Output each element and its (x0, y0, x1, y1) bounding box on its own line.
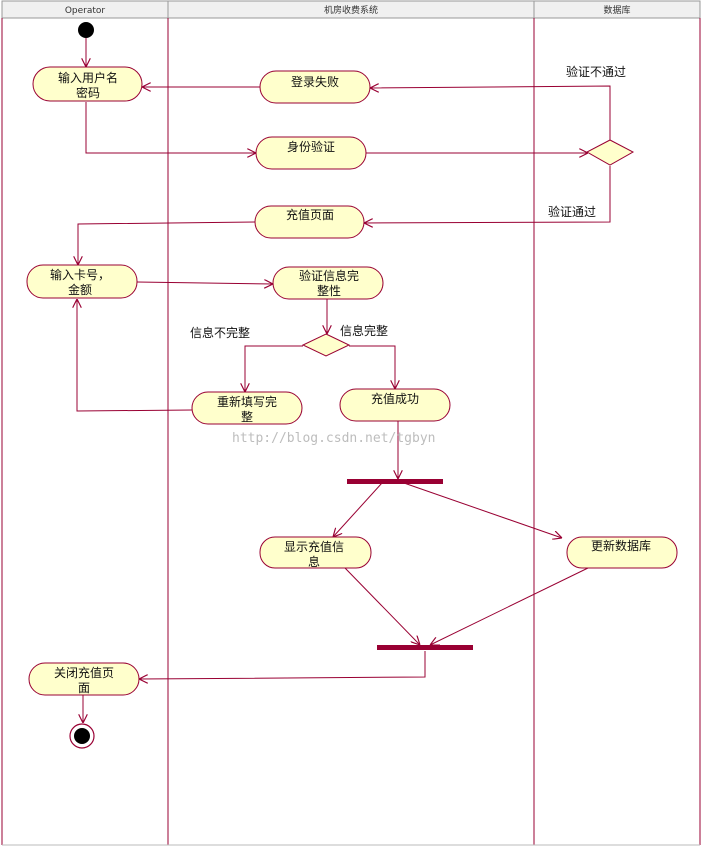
edge-recharge-page-to-card-input (78, 221, 256, 265)
edge-refill-to-card-input (77, 299, 193, 412)
verify-complete-line-2: 整性 (317, 283, 341, 298)
refill-line-1: 重新填写完 (217, 394, 277, 409)
label-info-incomplete: 信息不完整 (190, 325, 250, 340)
activity-login-input: 输入用户名 密码 (32, 66, 143, 102)
activity-login-fail: 登录失败 (259, 70, 371, 104)
card-input-line-1: 输入卡号， (50, 267, 110, 282)
refill-line-2: 整 (241, 409, 253, 424)
edge-show-info-to-join (344, 567, 420, 645)
recharge-page-line-1: 充值页面 (286, 207, 334, 222)
edge-update-db-to-join (430, 567, 589, 645)
fork-bar (347, 479, 443, 484)
activity-recharge-page: 充值页面 (254, 205, 365, 239)
initial-node (78, 22, 94, 38)
identity-check-line-1: 身份验证 (287, 139, 335, 154)
show-info-line-1: 显示充值信 (284, 539, 344, 554)
lane-header-operator: Operator (65, 6, 106, 16)
label-verify-fail: 验证不通过 (566, 64, 626, 79)
activity-show-info: 显示充值信 息 (259, 536, 372, 569)
decision-info-complete (301, 333, 351, 357)
activity-close-page: 关闭充值页 面 (28, 662, 140, 696)
edge-card-input-to-verify (136, 282, 273, 284)
login-input-line-2: 密码 (76, 85, 100, 100)
show-info-line-2: 息 (308, 554, 320, 569)
final-node (69, 723, 95, 749)
edges (77, 37, 611, 723)
edge-join-to-close (139, 651, 426, 679)
login-fail-line-1: 登录失败 (291, 74, 339, 89)
lane-header-system: 机房收费系统 (324, 4, 378, 16)
edge-fork-to-show-info (333, 482, 383, 537)
close-page-line-2: 面 (78, 681, 90, 695)
edge-decision-to-login-fail (370, 86, 611, 140)
watermark: http://blog.csdn.net/tgbyn (232, 431, 436, 446)
edge-labels: 验证不通过 验证通过 信息不完整 信息完整 (190, 64, 626, 340)
label-info-complete: 信息完整 (340, 323, 388, 338)
activity-card-input: 输入卡号， 金额 (26, 264, 138, 299)
close-page-line-1: 关闭充值页 (54, 665, 114, 680)
activity-recharge-success: 充值成功 (339, 388, 451, 422)
activity-refill: 重新填写完 整 (191, 391, 303, 425)
edge-fork-to-update-db (403, 482, 562, 538)
recharge-success-line-1: 充值成功 (371, 391, 419, 406)
verify-complete-line-1: 验证信息完 (299, 268, 359, 283)
label-verify-pass: 验证通过 (548, 204, 596, 219)
join-bar (377, 645, 473, 650)
update-db-line-1: 更新数据库 (591, 538, 651, 553)
login-input-line-1: 输入用户名 (58, 70, 118, 85)
decision-identity (585, 139, 635, 166)
edge-decision2-to-success (349, 345, 395, 389)
edge-login-to-identity (85, 102, 256, 153)
lane-header-bar (1, 0, 701, 19)
activity-identity-check: 身份验证 (255, 136, 367, 170)
final-node-core (74, 728, 90, 744)
edge-decision-to-recharge-page (364, 166, 611, 223)
activity-verify-complete: 验证信息完 整性 (272, 266, 384, 300)
lane-header-database: 数据库 (603, 4, 630, 16)
card-input-line-2: 金额 (68, 282, 92, 297)
edge-decision2-to-refill (245, 345, 303, 392)
activity-update-db: 更新数据库 (566, 536, 678, 569)
